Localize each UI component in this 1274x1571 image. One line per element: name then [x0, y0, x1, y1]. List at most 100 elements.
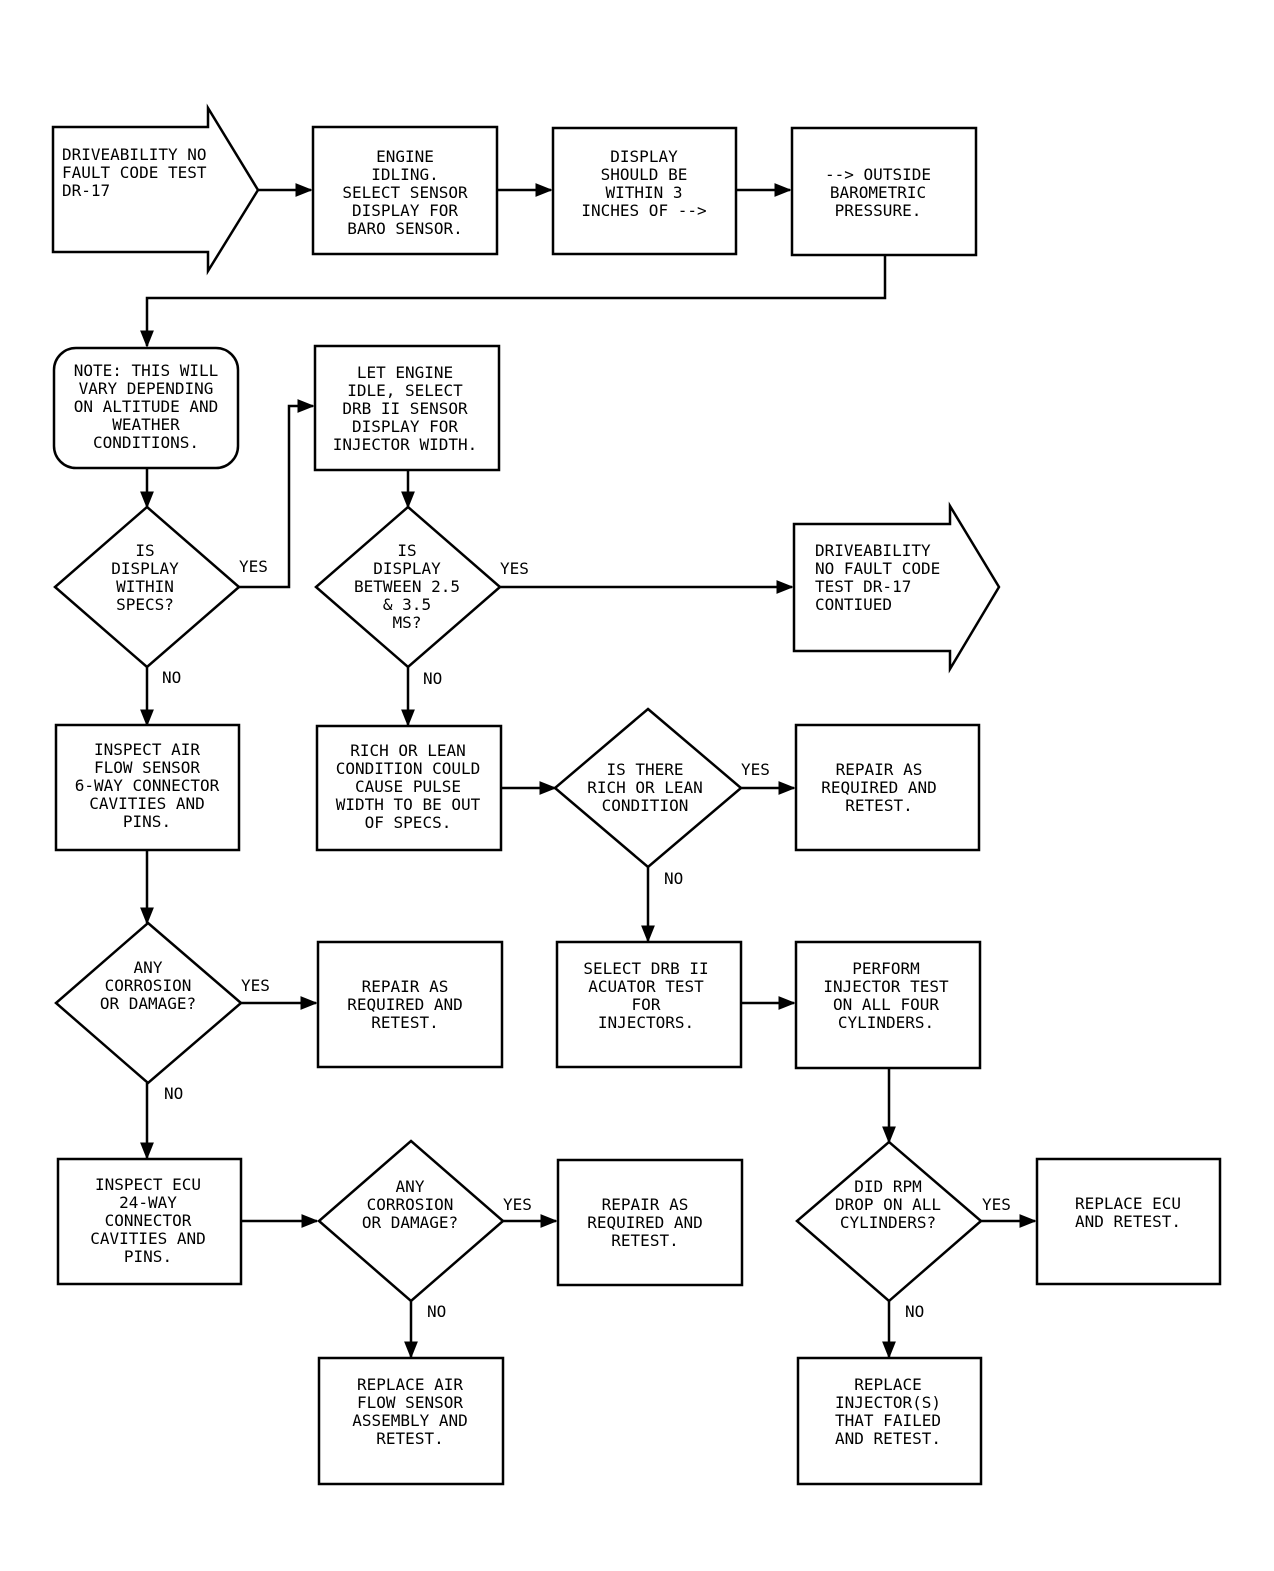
- any-corrosion-1-text-line: CORROSION: [105, 976, 192, 995]
- yes-label-corrosion-2: YES: [503, 1195, 532, 1214]
- outside-baro-text-line: BAROMETRIC: [830, 183, 926, 202]
- note-text-line: VARY DEPENDING: [79, 379, 214, 398]
- is-display-between-text-line: MS?: [393, 613, 422, 632]
- any-corrosion-2-text-line: ANY: [396, 1177, 425, 1196]
- rich-lean-text-line: CONDITION COULD: [336, 759, 481, 778]
- rich-lean-text-line: CAUSE PULSE: [355, 777, 461, 796]
- replace-injectors-text-line: REPLACE: [854, 1375, 921, 1394]
- did-rpm-drop-text-line: CYLINDERS?: [840, 1213, 936, 1232]
- continued-arrow-text-line: CONTIUED: [815, 595, 892, 614]
- replace-airflow-text-line: ASSEMBLY AND: [352, 1411, 468, 1430]
- any-corrosion-2-text-line: OR DAMAGE?: [362, 1213, 458, 1232]
- replace-injectors-text-line: INJECTOR(S): [835, 1393, 941, 1412]
- display-within3-text-line: INCHES OF -->: [581, 201, 706, 220]
- is-display-specs-text-line: WITHIN: [116, 577, 174, 596]
- engine-idling-text-line: ENGINE: [376, 147, 434, 166]
- replace-ecu-text-line: AND RETEST.: [1075, 1212, 1181, 1231]
- is-display-between-text-line: BETWEEN 2.5: [354, 577, 460, 596]
- replace-ecu-text-line: REPLACE ECU: [1075, 1194, 1181, 1213]
- is-display-between-text-line: & 3.5: [383, 595, 431, 614]
- let-engine-idle-text-line: LET ENGINE: [357, 363, 453, 382]
- did-rpm-drop-text-line: DID RPM: [854, 1177, 921, 1196]
- outside-baro-text-line: --> OUTSIDE: [825, 165, 931, 184]
- repair-box-3-text-line: RETEST.: [611, 1231, 678, 1250]
- inspect-airflow-text-line: 6-WAY CONNECTOR: [75, 776, 220, 795]
- start-arrow-text-line: DR-17: [62, 181, 110, 200]
- note-text-line: NOTE: THIS WILL: [74, 361, 219, 380]
- arrow-specs-yes-to-let-engine-idle: [239, 399, 315, 589]
- display-within3-text-line: DISPLAY: [610, 147, 678, 166]
- yes-label-specs: YES: [239, 557, 268, 576]
- yes-label-corrosion-1: YES: [241, 976, 270, 995]
- continued-arrow-text-line: TEST DR-17: [815, 577, 911, 596]
- repair-box-1-text-line: REPAIR AS: [836, 760, 923, 779]
- any-corrosion-1-text-line: OR DAMAGE?: [100, 994, 196, 1013]
- edge-labels: YES NO YES NO YES NO YES NO YES NO YES N…: [162, 557, 1011, 1321]
- continued-arrow-text-line: DRIVEABILITY: [815, 541, 931, 560]
- no-label-corrosion-2: NO: [427, 1302, 446, 1321]
- note-text-line: ON ALTITUDE AND: [74, 397, 219, 416]
- note-text-line: WEATHER: [112, 415, 180, 434]
- engine-idling-text-line: IDLING.: [371, 165, 438, 184]
- repair-box-2-text-line: REQUIRED AND: [347, 995, 463, 1014]
- yes-label-rich: YES: [741, 760, 770, 779]
- inspect-ecu-text-line: CAVITIES AND: [90, 1229, 206, 1248]
- select-drb-text-line: INJECTORS.: [598, 1013, 694, 1032]
- no-label-specs: NO: [162, 668, 181, 687]
- yes-label-rpm: YES: [982, 1195, 1011, 1214]
- perform-injector-text-line: ON ALL FOUR: [833, 995, 939, 1014]
- repair-box-2-text-line: RETEST.: [371, 1013, 438, 1032]
- select-drb-text-line: SELECT DRB II: [583, 959, 708, 978]
- repair-box-3-text-line: REQUIRED AND: [587, 1213, 703, 1232]
- perform-injector-text-line: CYLINDERS.: [838, 1013, 934, 1032]
- yes-label-between: YES: [500, 559, 529, 578]
- no-label-rpm: NO: [905, 1302, 924, 1321]
- let-engine-idle-text-line: INJECTOR WIDTH.: [333, 435, 478, 454]
- inspect-airflow-text-line: PINS.: [123, 812, 171, 831]
- let-engine-idle-text-line: DISPLAY FOR: [352, 417, 458, 436]
- arrow-outside-baro-to-note: [140, 256, 887, 348]
- no-label-rich: NO: [664, 869, 683, 888]
- let-engine-idle-text-line: DRB II SENSOR: [342, 399, 468, 418]
- engine-idling-text-line: SELECT SENSOR: [342, 183, 468, 202]
- replace-injectors-text-line: THAT FAILED: [835, 1411, 941, 1430]
- select-drb-text-line: ACUATOR TEST: [588, 977, 704, 996]
- engine-idling-text-line: DISPLAY FOR: [352, 201, 458, 220]
- note-text-line: CONDITIONS.: [93, 433, 199, 452]
- replace-airflow-text-line: RETEST.: [376, 1429, 443, 1448]
- start-arrow-text-line: FAULT CODE TEST: [62, 163, 207, 182]
- repair-box-1-text-line: REQUIRED AND: [821, 778, 937, 797]
- is-display-between-text-line: DISPLAY: [373, 559, 441, 578]
- perform-injector-text-line: PERFORM: [852, 959, 919, 978]
- no-label-corrosion-1: NO: [164, 1084, 183, 1103]
